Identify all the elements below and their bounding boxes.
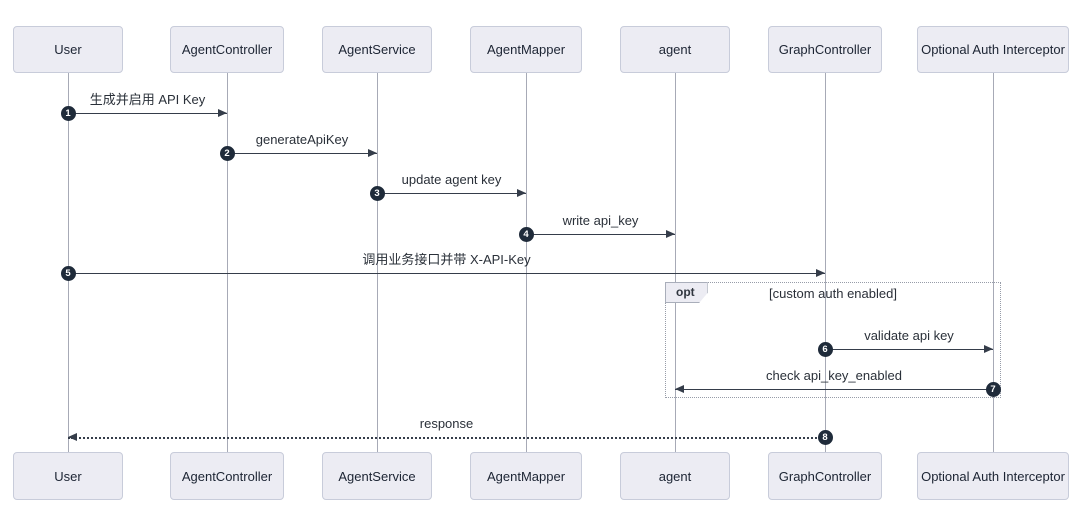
message-label-4: write api_key <box>562 213 639 228</box>
message-label-7: check api_key_enabled <box>766 368 902 383</box>
actor-top-agent: agent <box>620 26 730 73</box>
message-line-1 <box>68 113 227 114</box>
sequence-number-badge: 8 <box>817 430 833 445</box>
message-label-1: 生成并启用 API Key <box>89 92 206 107</box>
actor-top-agentcontroller: AgentController <box>170 26 284 73</box>
lifeline-agentmapper <box>525 73 527 452</box>
message-line-2 <box>227 153 377 154</box>
actor-top-agentservice: AgentService <box>322 26 432 73</box>
actor-bottom-agentservice: AgentService <box>322 452 432 500</box>
sequence-number-badge: 7 <box>985 382 1001 397</box>
sequence-number-badge: 4 <box>518 227 534 242</box>
message-arrowhead-8 <box>68 433 77 441</box>
message-label-3: update agent key <box>401 172 502 187</box>
actor-bottom-agentcontroller: AgentController <box>170 452 284 500</box>
actor-label: AgentService <box>338 42 416 57</box>
message-arrowhead-2 <box>368 149 377 157</box>
message-label-2: generateApiKey <box>255 132 349 147</box>
sequence-number-badge: 1 <box>60 106 76 121</box>
message-line-3 <box>377 193 526 194</box>
actor-top-agentmapper: AgentMapper <box>470 26 582 73</box>
actor-top-user: User <box>13 26 123 73</box>
actor-label: Optional Auth Interceptor <box>921 42 1065 57</box>
message-arrowhead-5 <box>816 269 825 277</box>
opt-fragment-condition: [custom auth enabled] <box>769 286 897 301</box>
opt-fragment-label: opt <box>665 282 708 303</box>
lifeline-optional-auth-interceptor <box>992 73 994 452</box>
actor-label: Optional Auth Interceptor <box>921 468 1065 484</box>
message-arrowhead-1 <box>218 109 227 117</box>
message-arrowhead-4 <box>666 230 675 238</box>
actor-label: GraphController <box>778 42 872 57</box>
actor-label: AgentController <box>181 42 273 57</box>
actor-label: User <box>54 468 82 484</box>
sequence-number-badge: 6 <box>817 342 833 357</box>
actor-bottom-graphcontroller: GraphController <box>768 452 882 500</box>
message-line-5 <box>68 273 825 274</box>
lifeline-agentcontroller <box>226 73 228 452</box>
sequence-number-badge: 5 <box>60 266 76 281</box>
message-arrowhead-3 <box>517 189 526 197</box>
actor-label: agent <box>658 468 692 484</box>
message-label-6: validate api key <box>864 328 954 343</box>
sequence-number-badge: 3 <box>369 186 385 201</box>
actor-label: AgentController <box>181 468 273 484</box>
message-arrowhead-7 <box>675 385 684 393</box>
lifeline-user <box>67 73 69 452</box>
opt-fragment <box>665 282 1001 398</box>
actor-label: GraphController <box>778 468 872 484</box>
actor-bottom-optional-auth-interceptor: Optional Auth Interceptor <box>917 452 1069 500</box>
actor-bottom-user: User <box>13 452 123 500</box>
actor-label: AgentMapper <box>486 468 566 484</box>
lifeline-agentservice <box>376 73 378 452</box>
actor-label: AgentMapper <box>486 42 566 57</box>
actor-label: User <box>54 42 82 57</box>
message-line-6 <box>825 349 993 350</box>
lifeline-agent <box>674 73 676 452</box>
message-label-5: 调用业务接口并带 X-API-Key <box>362 252 531 267</box>
message-label-8: response <box>419 416 474 431</box>
message-line-7 <box>675 389 993 390</box>
actor-label: agent <box>658 42 692 57</box>
actor-top-optional-auth-interceptor: Optional Auth Interceptor <box>917 26 1069 73</box>
message-line-8 <box>68 437 825 439</box>
sequence-number-badge: 2 <box>219 146 235 161</box>
actor-bottom-agent: agent <box>620 452 730 500</box>
message-line-4 <box>526 234 675 235</box>
actor-bottom-agentmapper: AgentMapper <box>470 452 582 500</box>
actor-top-graphcontroller: GraphController <box>768 26 882 73</box>
message-arrowhead-6 <box>984 345 993 353</box>
actor-label: AgentService <box>338 468 416 484</box>
lifeline-graphcontroller <box>824 73 826 452</box>
